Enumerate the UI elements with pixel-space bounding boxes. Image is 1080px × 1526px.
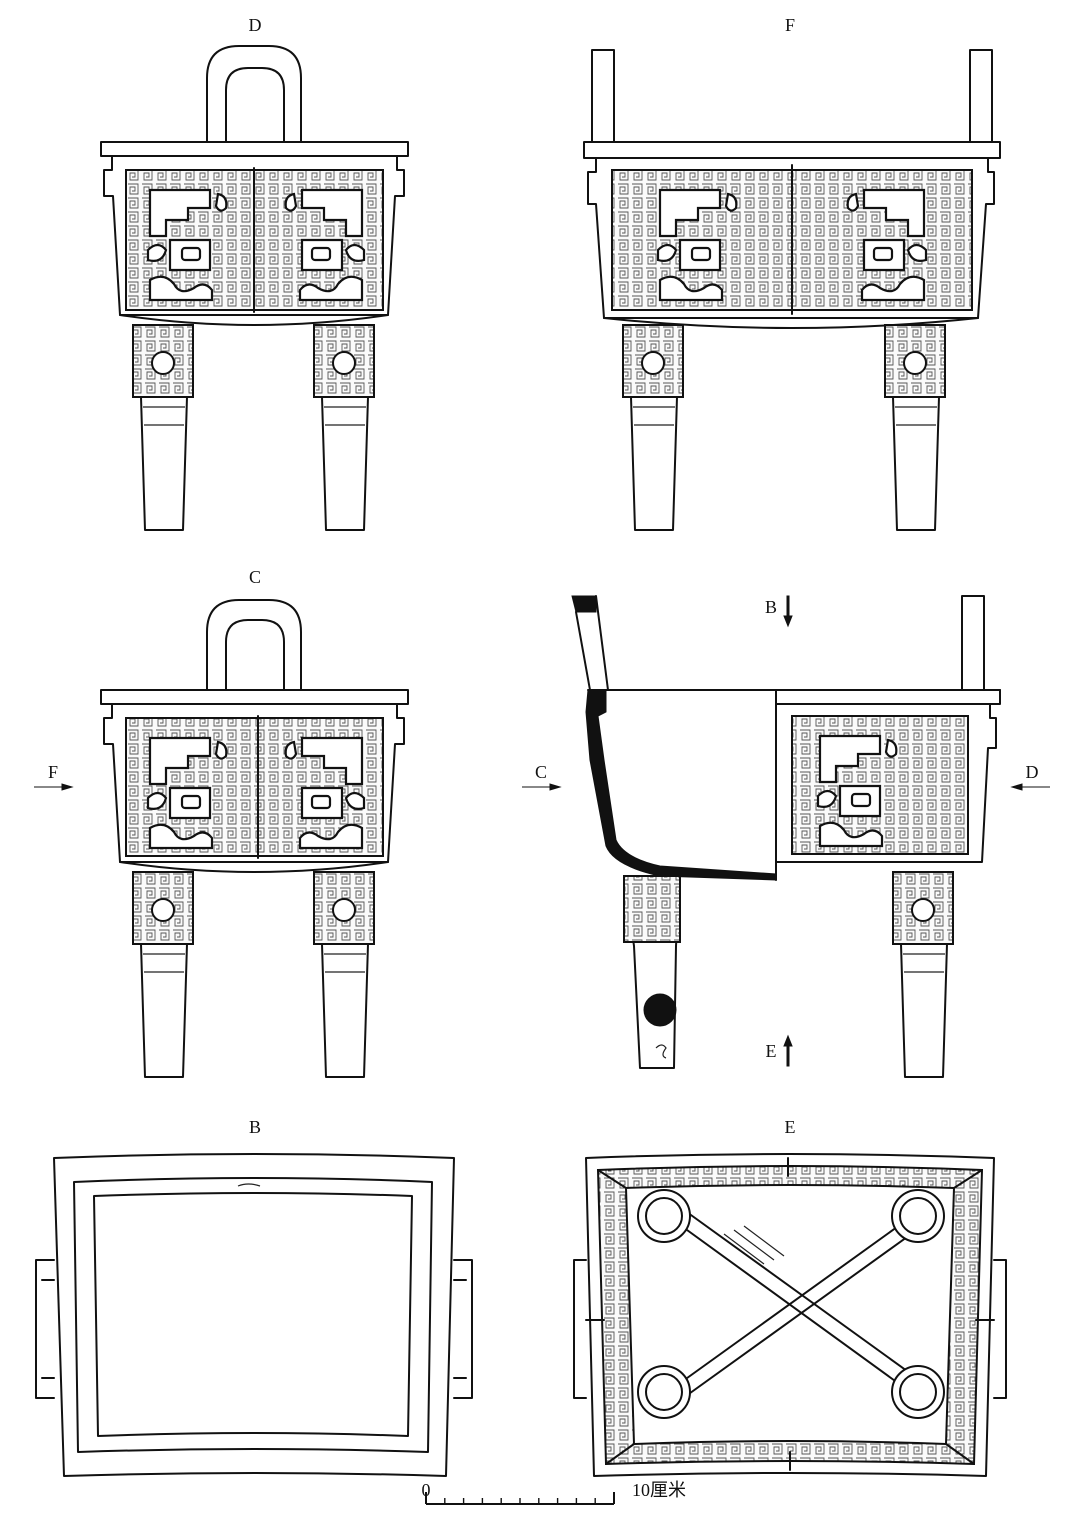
view-f-handle-left	[591, 49, 615, 143]
section-leg-left	[623, 875, 681, 1069]
section-leg-right	[892, 871, 954, 1078]
section-leg-cut	[643, 993, 677, 1027]
view-f-handle-right	[969, 49, 993, 143]
marker-c-label: C	[535, 762, 547, 782]
view-section: B E C D	[522, 595, 1050, 1078]
marker-d-arrow	[1010, 783, 1050, 791]
view-c-label: C	[249, 567, 261, 587]
section-handle-cut	[571, 595, 597, 613]
view-f: F	[583, 15, 1001, 531]
view-e-outer-rim	[585, 1153, 995, 1477]
view-e-leg-sockets	[637, 1189, 945, 1419]
view-d-leg-right	[313, 324, 375, 531]
marker-b-label: B	[765, 597, 777, 617]
view-e: E	[573, 1117, 1007, 1477]
view-d-leg-left	[132, 324, 194, 531]
view-c-rim	[100, 689, 409, 705]
view-c-leg-right	[313, 871, 375, 1078]
view-f-leg-left	[622, 324, 684, 531]
view-b-outer-rim	[53, 1153, 455, 1477]
view-c-leg-left	[132, 871, 194, 1078]
view-e-rib-b	[675, 1221, 915, 1397]
view-d-rim	[100, 141, 409, 157]
view-b-label: B	[249, 1117, 261, 1137]
view-e-label: E	[785, 1117, 796, 1137]
view-f-leg-right	[884, 324, 946, 531]
scale-bar-end-label: 10厘米	[632, 1480, 686, 1500]
view-f-label: F	[785, 15, 795, 35]
view-c: C F	[34, 567, 409, 1078]
scale-bar-start-label: 0	[422, 1480, 431, 1500]
marker-f-label: F	[48, 762, 58, 782]
view-b-inner-rim	[73, 1177, 433, 1453]
view-d-label: D	[249, 15, 262, 35]
marker-c-arrow	[522, 783, 562, 791]
marker-b-arrow	[783, 595, 793, 628]
view-c-handle	[206, 599, 302, 691]
marker-e-arrow	[783, 1034, 793, 1067]
view-f-rim	[583, 141, 1001, 159]
section-handle-right	[961, 595, 985, 691]
scale-bar-ticks	[425, 1492, 615, 1504]
scale-bar: 0 10厘米	[422, 1480, 686, 1505]
marker-e-label: E	[766, 1041, 777, 1061]
view-d: D	[100, 15, 409, 531]
section-wall-cut	[585, 689, 777, 881]
view-b-interior	[93, 1192, 413, 1437]
view-b: B	[35, 1117, 473, 1477]
view-b-handle-left	[35, 1259, 55, 1399]
view-b-handle-right	[453, 1259, 473, 1399]
marker-d-label: D	[1026, 762, 1039, 782]
marker-f-arrow	[34, 783, 74, 791]
view-d-handle	[206, 45, 302, 143]
